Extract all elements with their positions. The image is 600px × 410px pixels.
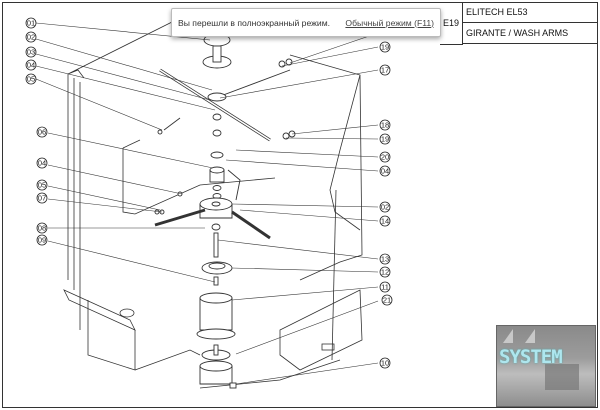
- svg-text:17: 17: [381, 66, 389, 75]
- callouts-left: 01 02 03 04 05 06 04 05 07 08 09: [25, 17, 48, 246]
- exit-fullscreen-link[interactable]: Обычный режим (F11): [345, 17, 434, 28]
- svg-text:02: 02: [27, 33, 35, 42]
- svg-text:14: 14: [381, 217, 389, 226]
- callout-21: 21: [381, 294, 393, 306]
- title-block: E19 ELITECH EL53 GIRANTE / WASH ARMS: [440, 2, 598, 45]
- callout-11: 11: [379, 281, 391, 293]
- svg-text:21: 21: [383, 296, 391, 305]
- callout-12: 12: [379, 266, 391, 278]
- callout-02b: 02: [379, 201, 391, 213]
- callout-20: 20: [379, 151, 391, 163]
- logo-slab: [545, 364, 579, 390]
- svg-text:03: 03: [27, 48, 35, 57]
- svg-text:04: 04: [38, 159, 46, 168]
- svg-text:19: 19: [381, 43, 389, 52]
- callouts-right: 16 19 17 18 19 20 04 02 14 13 12 11 21 1…: [379, 25, 393, 369]
- svg-text:12: 12: [381, 268, 389, 277]
- svg-text:13: 13: [381, 255, 389, 264]
- wash-arm-assembly: [154, 33, 296, 389]
- callout-05b: 05: [36, 179, 48, 191]
- callout-01: 01: [25, 17, 37, 29]
- callout-04b: 04: [36, 157, 48, 169]
- callout-18: 18: [379, 119, 391, 131]
- svg-text:10: 10: [381, 359, 389, 368]
- model-name: ELITECH EL53: [462, 2, 598, 23]
- fullscreen-message: Вы перешли в полноэкранный режим.: [178, 17, 330, 28]
- callout-06: 06: [36, 126, 48, 138]
- svg-text:05: 05: [38, 181, 46, 190]
- callout-03: 03: [25, 46, 37, 58]
- logo-text: SYSTEM: [499, 346, 563, 368]
- section-name: GIRANTE / WASH ARMS: [462, 23, 598, 44]
- svg-text:02: 02: [381, 203, 389, 212]
- drawing-code: E19: [440, 2, 463, 45]
- svg-text:11: 11: [381, 283, 389, 292]
- svg-text:01: 01: [27, 19, 35, 28]
- callout-10: 10: [379, 357, 391, 369]
- callout-02: 02: [25, 31, 37, 43]
- svg-text:18: 18: [381, 121, 389, 130]
- svg-text:08: 08: [38, 224, 46, 233]
- svg-text:19: 19: [381, 135, 389, 144]
- callout-05: 05: [25, 73, 37, 85]
- svg-text:04: 04: [27, 61, 35, 70]
- callout-09: 09: [36, 234, 48, 246]
- logo-triangle: [503, 329, 513, 343]
- callout-08: 08: [36, 222, 48, 234]
- callout-13: 13: [379, 253, 391, 265]
- callout-04: 04: [25, 59, 37, 71]
- callout-17: 17: [379, 64, 391, 76]
- callout-04c: 04: [379, 165, 391, 177]
- svg-text:07: 07: [38, 194, 46, 203]
- logo-triangle: [525, 329, 535, 343]
- leader-lines: [35, 22, 379, 385]
- callout-07: 07: [36, 192, 48, 204]
- callout-19: 19: [379, 41, 391, 53]
- svg-text:05: 05: [27, 75, 35, 84]
- svg-text:09: 09: [38, 236, 46, 245]
- system-logo: SYSTEM: [496, 325, 596, 407]
- svg-text:04: 04: [381, 167, 389, 176]
- fullscreen-notice: Вы перешли в полноэкранный режим. Обычны…: [171, 8, 441, 37]
- svg-text:06: 06: [38, 128, 46, 137]
- svg-text:20: 20: [381, 153, 389, 162]
- callout-14: 14: [379, 215, 391, 227]
- callout-19b: 19: [379, 133, 391, 145]
